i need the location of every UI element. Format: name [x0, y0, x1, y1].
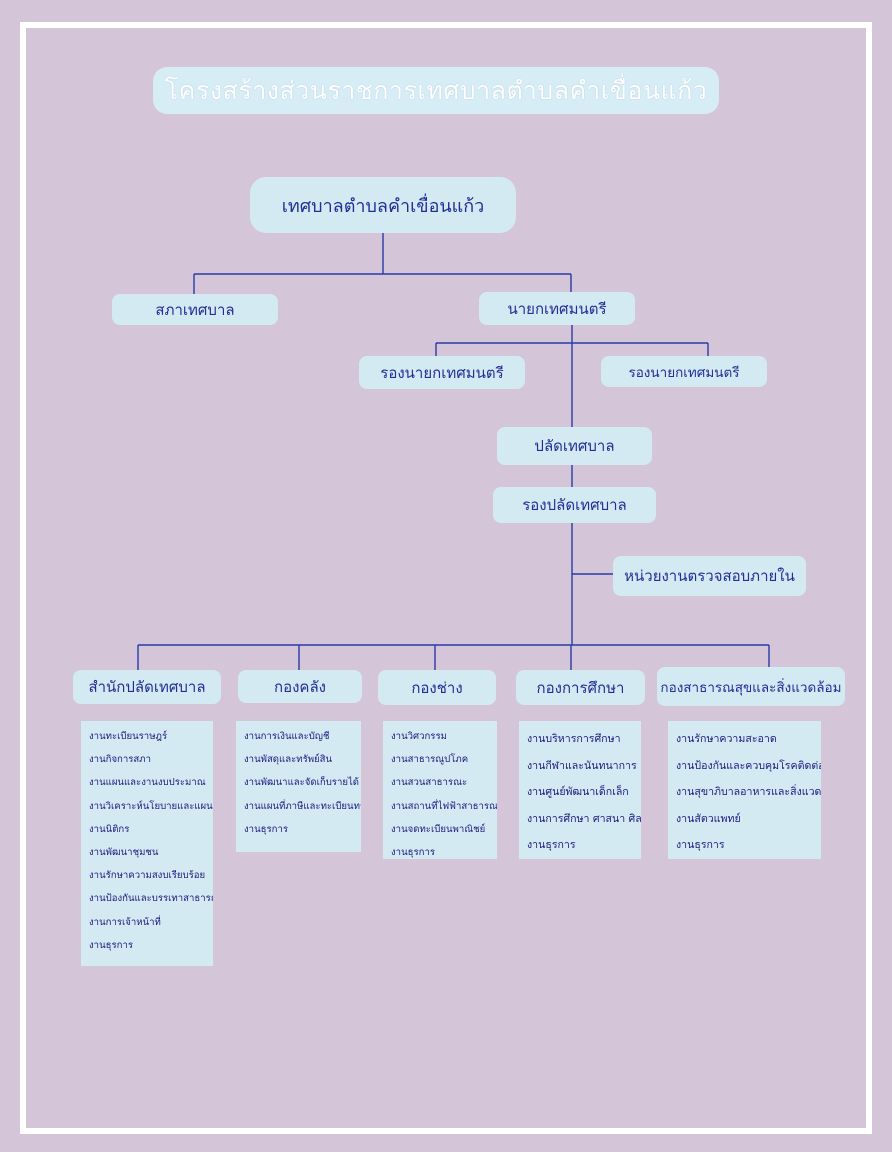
task-list-finance: งานการเงินและบัญชี งานพัสดุและทรัพย์สิน …	[236, 721, 361, 852]
task-item: งานการเงินและบัญชี	[244, 731, 330, 742]
task-item: งานสถานที่ไฟฟ้าสาธารณะ	[391, 800, 497, 812]
task-item: งานกีฬาและนันทนาการ	[527, 759, 637, 772]
task-item: งานแผนและงานงบประมาณ	[89, 777, 206, 789]
task-item: งานนิติกร	[89, 823, 130, 835]
task-item: งานแผนที่ภาษีและทะเบียนทรัพย์สิน	[244, 800, 361, 812]
task-item: งานธุรการ	[391, 847, 435, 859]
task-item: งานป้องกันและควบคุมโรคติดต่อ	[676, 759, 821, 772]
mayor-node: นายกเทศมนตรี	[479, 292, 635, 325]
task-item: งานสัตวแพทย์	[676, 812, 741, 825]
task-item: งานพัฒนาชุมชน	[89, 847, 159, 859]
task-list-engineering: งานวิศวกรรม งานสาธารณูปโภค งานสวนสาธารณะ…	[383, 721, 497, 859]
task-item: งานทะเบียนราษฎร์	[89, 731, 168, 742]
task-item: งานสวนสาธารณะ	[391, 777, 468, 789]
task-item: งานธุรการ	[89, 939, 133, 951]
task-list-education: งานบริหารการศึกษา งานกีฬาและนันทนาการ งา…	[519, 721, 641, 859]
task-item: งานการศึกษา ศาสนา ศิลปวัฒนธรรม	[527, 812, 641, 825]
task-item: งานบริหารการศึกษา	[527, 733, 621, 745]
task-item: งานสุขาภิบาลอาหารและสิ่งแวดล้อม	[676, 786, 821, 798]
task-item: งานธุรการ	[676, 839, 725, 851]
division-node-public-health: กองสาธารณสุขและสิ่งแวดล้อม	[657, 667, 845, 706]
division-node-education: กองการศึกษา	[516, 670, 645, 705]
task-item: งานพัสดุและทรัพย์สิน	[244, 754, 333, 766]
task-item: งานการเจ้าหน้าที่	[89, 916, 161, 928]
deputy-mayor-node-1: รองนายกเทศมนตรี	[359, 356, 525, 389]
municipal-clerk-node: ปลัดเทศบาล	[497, 427, 652, 465]
task-item: งานป้องกันและบรรเทาสาธารณภัย	[89, 893, 213, 905]
task-list-public-health: งานรักษาความสะอาด งานป้องกันและควบคุมโรค…	[668, 721, 821, 859]
task-item: งานธุรการ	[244, 823, 288, 835]
page-title: โครงสร้างส่วนราชการเทศบาลตำบลคำเขื่อนแก้…	[153, 67, 719, 114]
deputy-mayor-node-2: รองนายกเทศมนตรี	[601, 356, 767, 387]
task-item: งานธุรการ	[527, 839, 576, 851]
division-node-clerk-office: สำนักปลัดเทศบาล	[73, 670, 221, 704]
task-item: งานรักษาความสงบเรียบร้อย	[89, 870, 206, 882]
division-node-engineering: กองช่าง	[378, 670, 496, 705]
task-list-clerk-office: งานทะเบียนราษฎร์ งานกิจการสภา งานแผนและง…	[81, 721, 213, 966]
org-root-node: เทศบาลตำบลคำเขื่อนแก้ว	[250, 177, 516, 233]
council-node: สภาเทศบาล	[112, 294, 278, 325]
internal-audit-node: หน่วยงานตรวจสอบภายใน	[613, 556, 806, 596]
task-item: งานศูนย์พัฒนาเด็กเล็ก	[527, 786, 629, 798]
division-node-finance: กองคลัง	[238, 670, 362, 703]
task-item: งานวิเคราะห์นโยบายและแผน	[89, 800, 213, 812]
task-item: งานสาธารณูปโภค	[391, 754, 469, 766]
task-item: งานกิจการสภา	[89, 754, 151, 766]
task-item: งานวิศวกรรม	[391, 731, 447, 742]
task-item: งานพัฒนาและจัดเก็บรายได้	[244, 777, 360, 789]
task-item: งานรักษาความสะอาด	[676, 733, 777, 745]
deputy-clerk-node: รองปลัดเทศบาล	[493, 487, 656, 523]
task-item: งานจดทะเบียนพาณิชย์	[391, 823, 486, 835]
